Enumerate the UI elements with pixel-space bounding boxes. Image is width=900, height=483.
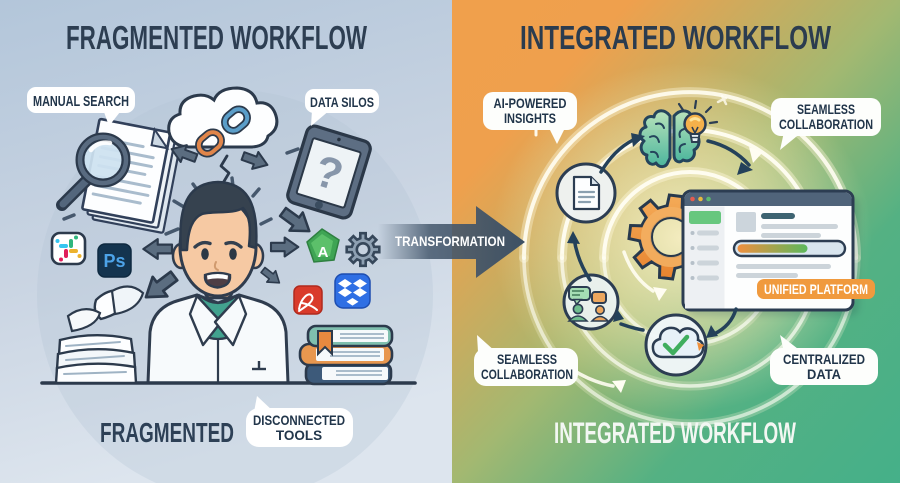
svg-text:INTEGRATED WORKFLOW: INTEGRATED WORKFLOW <box>520 19 832 56</box>
svg-text:FRAGMENTED WORKFLOW: FRAGMENTED WORKFLOW <box>66 19 368 56</box>
svg-text:DATA SILOS: DATA SILOS <box>310 94 374 110</box>
svg-text:TOOLS: TOOLS <box>276 428 322 443</box>
svg-text:TRANSFORMATION: TRANSFORMATION <box>395 233 505 249</box>
svg-text:SEAMLESS: SEAMLESS <box>497 351 557 367</box>
svg-text:INSIGHTS: INSIGHTS <box>504 110 556 126</box>
svg-text:AI-POWERED: AI-POWERED <box>494 95 567 111</box>
svg-text:COLLABORATION: COLLABORATION <box>779 116 873 132</box>
svg-text:SEAMLESS: SEAMLESS <box>797 101 855 117</box>
svg-text:CENTRALIZED: CENTRALIZED <box>783 351 865 367</box>
svg-text:MANUAL SEARCH: MANUAL SEARCH <box>33 93 129 110</box>
svg-text:FRAGMENTED: FRAGMENTED <box>100 417 234 448</box>
svg-text:DATA: DATA <box>807 366 841 382</box>
svg-text:A: A <box>318 244 329 261</box>
svg-text:UNIFIED PLATFORM: UNIFIED PLATFORM <box>764 281 868 297</box>
svg-text:INTEGRATED WORKFLOW: INTEGRATED WORKFLOW <box>554 417 796 450</box>
svg-text:COLLABORATION: COLLABORATION <box>481 366 573 382</box>
svg-text:DISCONNECTED: DISCONNECTED <box>253 413 345 428</box>
svg-text:Ps: Ps <box>103 251 125 271</box>
